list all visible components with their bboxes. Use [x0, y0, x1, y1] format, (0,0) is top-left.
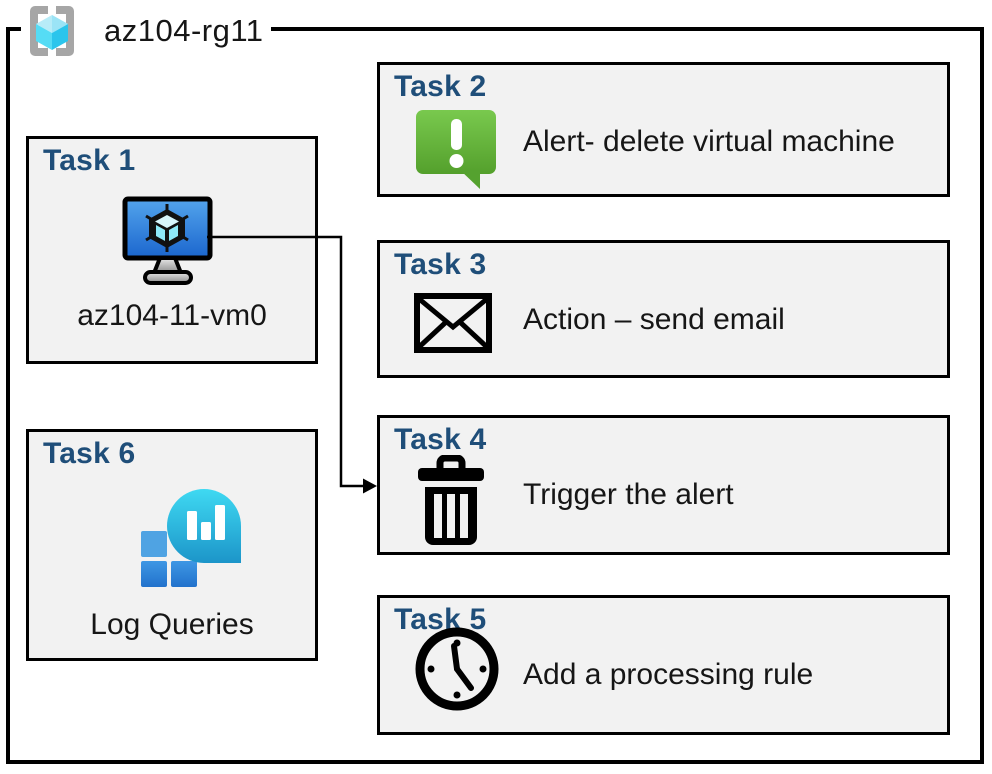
task2-box: Task 2 Alert- delete virtual machine — [377, 62, 950, 197]
virtual-machine-icon — [122, 196, 213, 285]
task1-label: az104-11-vm0 — [77, 299, 267, 332]
log-analytics-icon — [141, 489, 241, 587]
task2-title: Task 2 — [394, 70, 487, 103]
task3-box: Task 3 Action – send email — [377, 240, 950, 378]
task6-box: Task 6 Log Queries — [26, 429, 318, 661]
task1-title: Task 1 — [43, 144, 136, 177]
task4-box: Task 4 Trigger the alert — [377, 415, 950, 555]
email-icon — [414, 293, 492, 353]
task5-box: Task 5 Add a processing rule — [377, 595, 950, 735]
resource-group-border-gap — [21, 23, 271, 36]
alert-icon — [416, 110, 496, 189]
trash-icon — [418, 455, 484, 545]
resource-group-name: az104-rg11 — [104, 13, 264, 48]
resource-group-header: az104-rg11 — [24, 3, 264, 59]
task4-title: Task 4 — [394, 423, 487, 456]
task3-title: Task 3 — [394, 248, 487, 281]
task2-label: Alert- delete virtual machine — [523, 125, 895, 158]
resource-group-icon — [30, 6, 74, 56]
task4-label: Trigger the alert — [523, 478, 734, 511]
task3-label: Action – send email — [523, 303, 785, 336]
task6-title: Task 6 — [43, 437, 136, 470]
clock-icon — [415, 627, 499, 711]
task6-label: Log Queries — [90, 608, 254, 641]
task1-box: Task 1 — [26, 136, 318, 364]
task5-label: Add a processing rule — [523, 658, 814, 691]
